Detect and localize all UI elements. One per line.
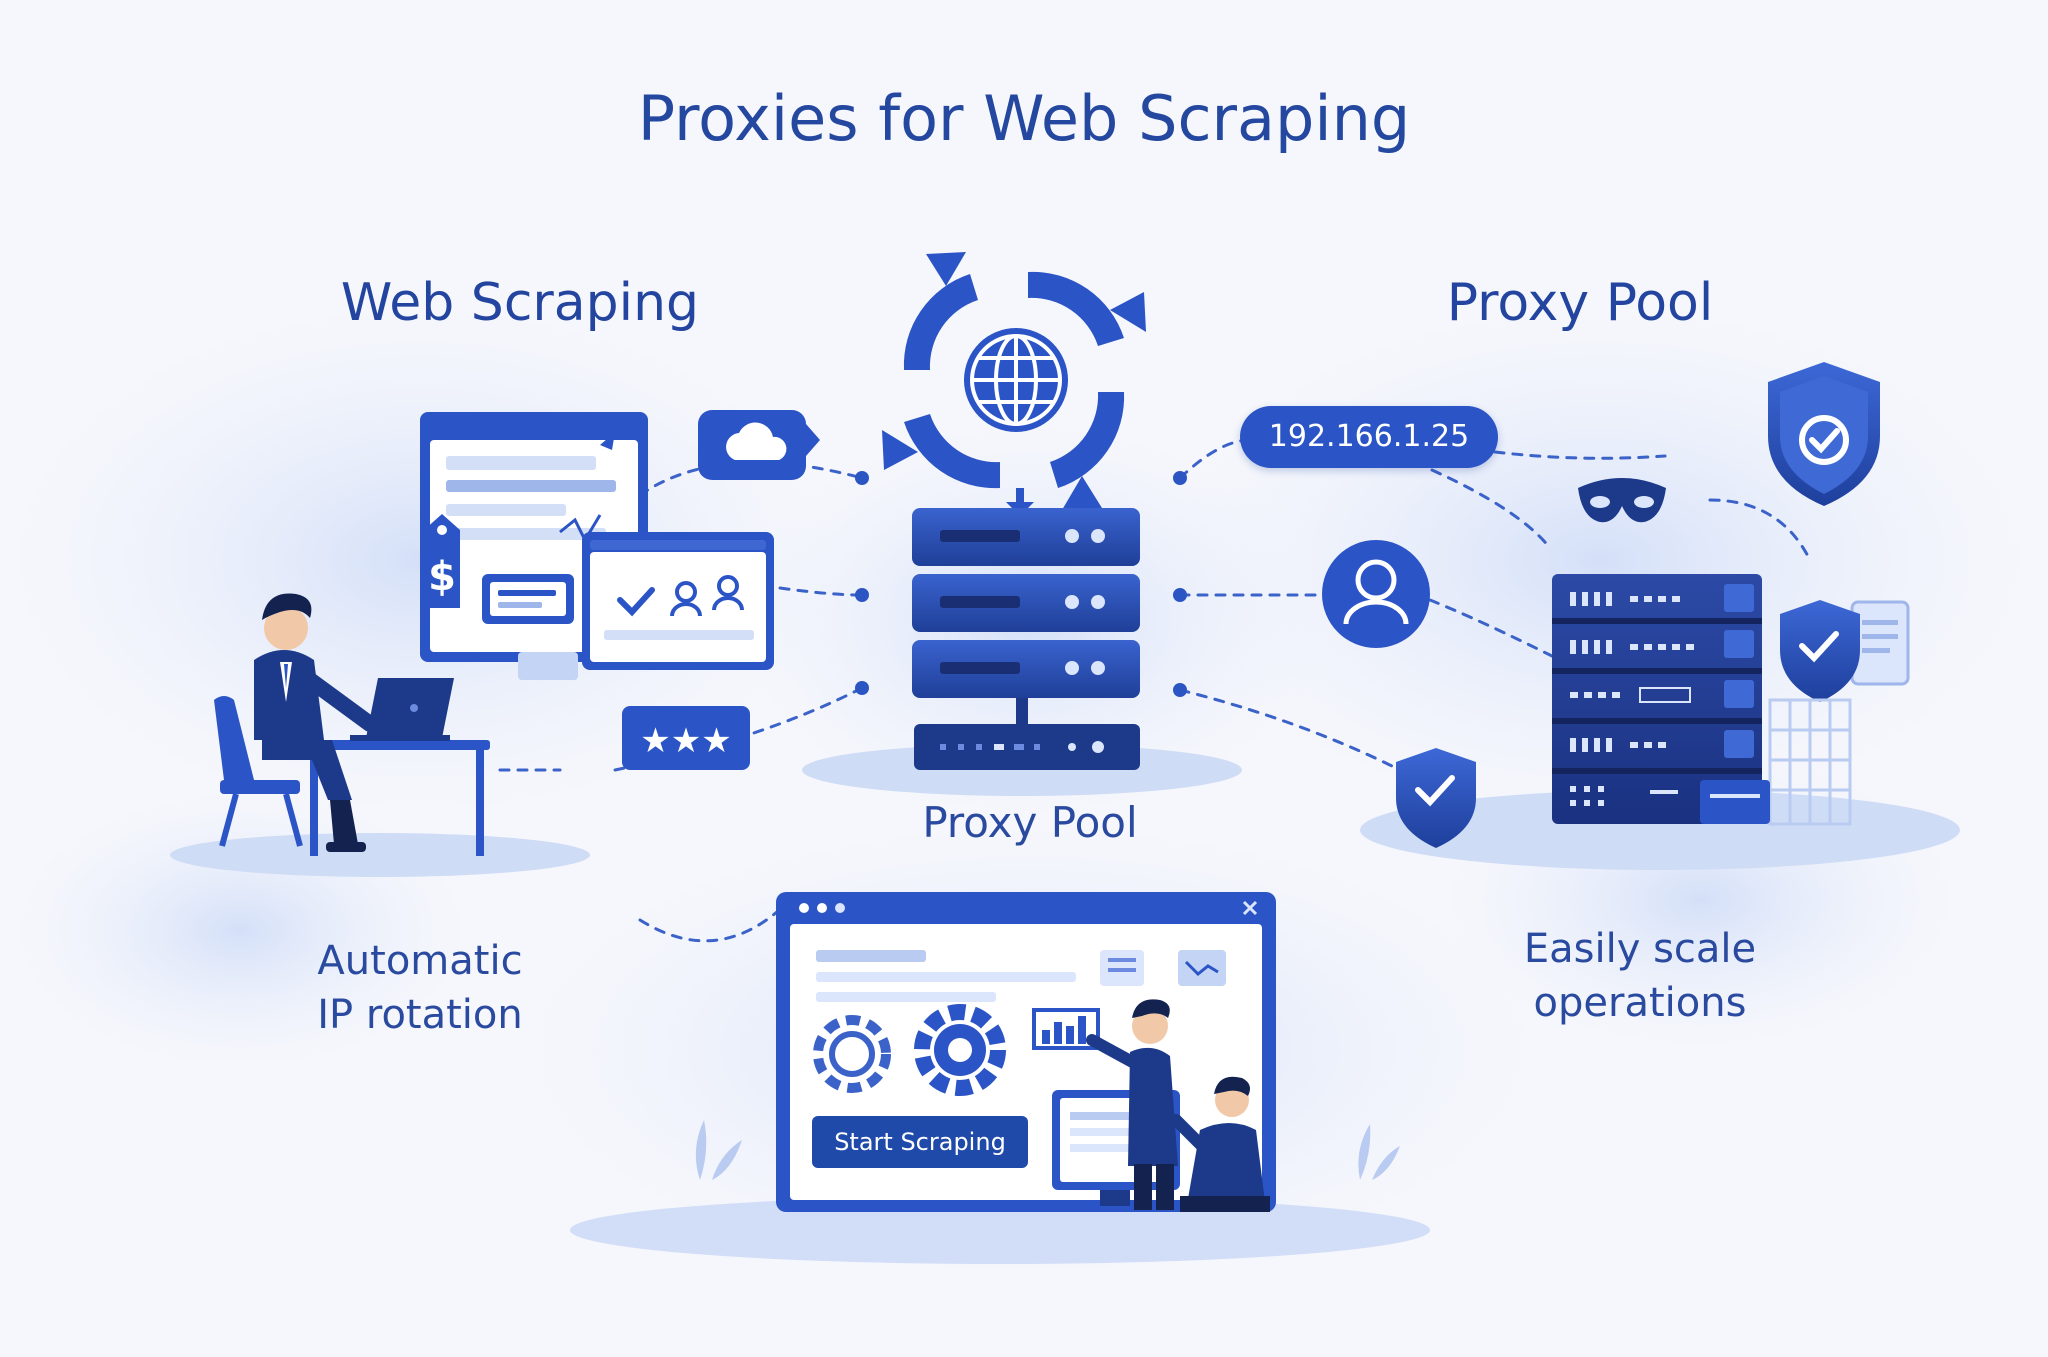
heading-proxy-pool: Proxy Pool — [1446, 273, 1714, 333]
connection-dots — [855, 471, 1187, 697]
chair — [214, 696, 303, 847]
refresh-arrows-icon — [882, 252, 1146, 510]
cloud-icon — [698, 410, 820, 480]
web-scraping-scene: $ — [170, 410, 820, 877]
price-tag-icon: $ — [424, 514, 460, 608]
shield-document-icon — [1780, 600, 1910, 702]
person-icon — [254, 593, 378, 852]
start-scraping-button[interactable]: Start Scraping — [812, 1116, 1028, 1168]
center-proxy-server — [802, 252, 1242, 796]
gear-large-icon — [914, 1004, 1006, 1096]
mask-icon — [1578, 478, 1666, 523]
grid-structure — [1768, 698, 1852, 826]
proxy-pool-scene — [1322, 362, 1960, 870]
message-card-icon — [482, 574, 574, 624]
star-rating-icon: ★★★ — [622, 706, 750, 770]
globe-icon — [964, 328, 1068, 432]
heading-web-scraping: Web Scraping — [340, 273, 700, 333]
ip-address-badge: 192.166.1.25 — [1240, 406, 1498, 468]
profile-window-icon — [518, 532, 774, 680]
page-title: Proxies for Web Scraping — [637, 82, 1411, 155]
shield-check-icon — [1768, 362, 1880, 506]
caption-easily-scale-operations: Easily scale operations — [1523, 926, 1757, 1026]
shield-check-small-icon — [1396, 748, 1476, 848]
price-tag-symbol: $ — [428, 554, 456, 600]
seated-person-icon — [1170, 1076, 1270, 1212]
server-icon — [912, 508, 1140, 770]
caption-automatic-ip-rotation: Automatic IP rotation — [317, 938, 523, 1038]
svg-text:★★★: ★★★ — [640, 721, 731, 761]
user-icon — [1322, 540, 1430, 648]
server-rack-icon — [1552, 574, 1770, 824]
plant-decoration — [695, 1120, 1400, 1180]
laptop-icon — [350, 678, 454, 741]
presenter-person-icon — [1086, 999, 1178, 1210]
gear-icon — [813, 1015, 891, 1093]
caption-proxy-pool: Proxy Pool — [922, 798, 1138, 847]
desk — [290, 740, 490, 856]
